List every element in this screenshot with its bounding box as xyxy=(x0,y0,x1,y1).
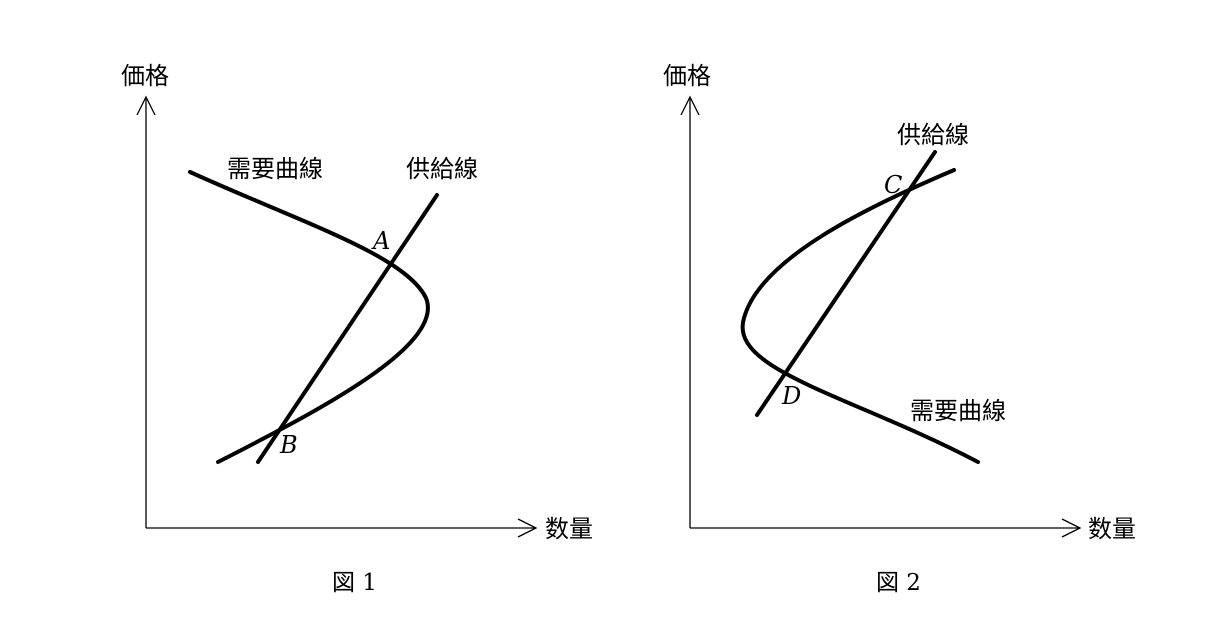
figure-1: 価格 数量 需要曲線 供給線 A B 図 1 xyxy=(121,62,593,596)
figure-1-demand-label: 需要曲線 xyxy=(227,155,323,183)
figure-1-point-b: B xyxy=(279,431,298,459)
figure-2-y-axis-label: 価格 xyxy=(663,62,711,90)
figure-2-caption: 図 2 xyxy=(876,570,921,596)
figure-2-axes xyxy=(680,95,1082,538)
figure-2-demand-label: 需要曲線 xyxy=(910,397,1006,425)
figure-1-supply-label: 供給線 xyxy=(406,155,478,183)
figure-1-x-axis-arrowhead xyxy=(517,518,538,538)
figure-2-supply-line xyxy=(755,150,937,417)
figure-2-supply-label: 供給線 xyxy=(897,121,969,149)
figure-2-point-c: C xyxy=(884,171,902,199)
figure-1-axes xyxy=(136,95,538,538)
figure-1-caption: 図 1 xyxy=(332,570,377,596)
figure-2-y-axis-arrowhead xyxy=(680,95,700,116)
figure-1-point-a: A xyxy=(371,227,390,255)
figure-2: 価格 数量 供給線 需要曲線 C D 図 2 xyxy=(663,62,1136,596)
figure-1-y-axis-label: 価格 xyxy=(121,62,169,90)
figure-1-x-axis-label: 数量 xyxy=(545,515,593,543)
figure-1-demand-curve xyxy=(188,170,430,464)
figure-2-point-d: D xyxy=(781,382,801,410)
figure-1-supply-line xyxy=(256,193,439,464)
figure-2-x-axis-label: 数量 xyxy=(1088,515,1136,543)
figure-2-demand-curve xyxy=(740,168,980,464)
figure-1-y-axis-arrowhead xyxy=(136,95,156,116)
figure-2-x-axis-arrowhead xyxy=(1061,518,1082,538)
